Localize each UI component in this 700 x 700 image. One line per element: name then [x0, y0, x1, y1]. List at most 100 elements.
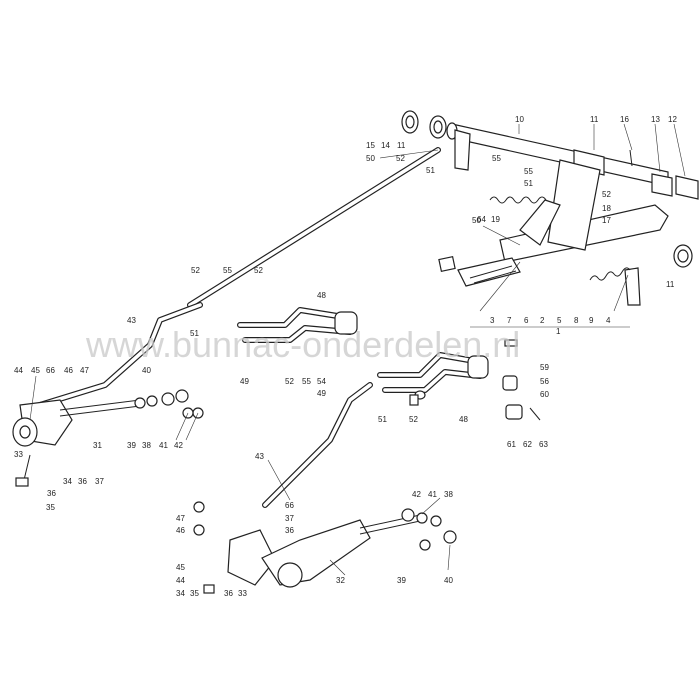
part-label: 44	[176, 576, 185, 585]
left-linkage	[12, 389, 204, 487]
part-label: 42	[412, 490, 421, 499]
part-label: 2	[540, 316, 545, 325]
part-label: 64	[477, 215, 486, 224]
part-label: 43	[255, 452, 264, 461]
part-label: 52	[285, 377, 294, 386]
part-label: 51	[524, 179, 533, 188]
part-label: 51	[190, 329, 199, 338]
part-label: 39	[127, 441, 136, 450]
spring-64	[489, 196, 547, 204]
part-label: 11	[397, 141, 406, 150]
part-label: 52	[254, 266, 263, 275]
part-label: 45	[176, 563, 185, 572]
part-label: 55	[492, 154, 501, 163]
part-label: 35	[190, 589, 199, 598]
part-label: 51	[378, 415, 387, 424]
part-label: 34	[176, 589, 185, 598]
part-label: 39	[397, 576, 406, 585]
part-label: 52	[396, 154, 405, 163]
bottom-linkage	[193, 501, 457, 594]
part-label: 66	[285, 501, 294, 510]
part-label: 11	[590, 115, 599, 124]
part-label: 17	[602, 216, 611, 225]
part-label: 31	[93, 441, 102, 450]
part-label: 49	[240, 377, 249, 386]
part-label: 45	[31, 366, 40, 375]
washers-bottom	[193, 501, 457, 551]
part-label: 1	[556, 327, 561, 336]
part-label: 56	[540, 377, 549, 386]
part-label: 37	[95, 477, 104, 486]
part-label: 46	[176, 526, 185, 535]
part-label: 34	[63, 477, 72, 486]
part-label: 15	[366, 141, 375, 150]
arm-48-upper	[237, 307, 358, 343]
part-label: 5	[557, 316, 562, 325]
washers-left	[134, 389, 204, 419]
part-label: 52	[409, 415, 418, 424]
part-label: 9	[589, 316, 594, 325]
part-label: 55	[223, 266, 232, 275]
part-label: 66	[46, 366, 55, 375]
part-label: 52	[191, 266, 200, 275]
part-label: 36	[285, 526, 294, 535]
part-label: 32	[336, 576, 345, 585]
part-label: 55	[524, 167, 533, 176]
part-label: 36	[224, 589, 233, 598]
frame-bracket	[454, 129, 693, 306]
rod-43-upper	[37, 302, 203, 408]
part-label: 54	[317, 377, 326, 386]
part-label: 40	[142, 366, 151, 375]
part-label: 35	[46, 503, 55, 512]
part-label: 62	[523, 440, 532, 449]
part-label: 36	[78, 477, 87, 486]
part-label: 14	[381, 141, 390, 150]
part-label: 61	[507, 440, 516, 449]
part-label: 47	[80, 366, 89, 375]
part-label: 46	[64, 366, 73, 375]
leader-lines	[29, 123, 686, 576]
part-label: 49	[317, 389, 326, 398]
part-label: 3	[490, 316, 495, 325]
part-label: 60	[540, 390, 549, 399]
part-label: 19	[491, 215, 500, 224]
part-label: 11	[666, 280, 675, 289]
part-label: 51	[426, 166, 435, 175]
part-label: 10	[515, 115, 524, 124]
part-label: 12	[668, 115, 677, 124]
spring-9	[589, 267, 631, 281]
part-label: 38	[444, 490, 453, 499]
arm-48-lower	[377, 352, 489, 400]
main-shaft	[401, 110, 699, 200]
part-label: 6	[524, 316, 529, 325]
part-label: 33	[14, 450, 23, 459]
part-label: 63	[539, 440, 548, 449]
part-label: 18	[602, 204, 611, 213]
part-label: 48	[459, 415, 468, 424]
part-label: 48	[317, 291, 326, 300]
part-label: 37	[285, 514, 294, 523]
part-label: 38	[142, 441, 151, 450]
part-label: 50	[366, 154, 375, 163]
part-label: 55	[302, 377, 311, 386]
part-label: 13	[651, 115, 660, 124]
watermark-text: www.bunnac-onderdelen.nl	[85, 324, 520, 365]
part-label: 50	[472, 216, 481, 225]
pedal-pad	[438, 255, 521, 287]
part-labels: 10 11 16 13 12 15 14 11 52 50 55 51 55 5…	[14, 115, 677, 598]
rod-50	[187, 147, 441, 308]
small-parts-right	[409, 339, 541, 421]
part-label: 47	[176, 514, 185, 523]
part-label: 33	[238, 589, 247, 598]
part-label: 41	[428, 490, 437, 499]
part-label: 8	[574, 316, 579, 325]
part-label: 16	[620, 115, 629, 124]
part-label: 59	[540, 363, 549, 372]
part-label: 4	[606, 316, 611, 325]
part-label: 41	[159, 441, 168, 450]
part-label: 36	[47, 489, 56, 498]
part-label: 52	[602, 190, 611, 199]
part-label: 42	[174, 441, 183, 450]
part-label: 7	[507, 316, 512, 325]
